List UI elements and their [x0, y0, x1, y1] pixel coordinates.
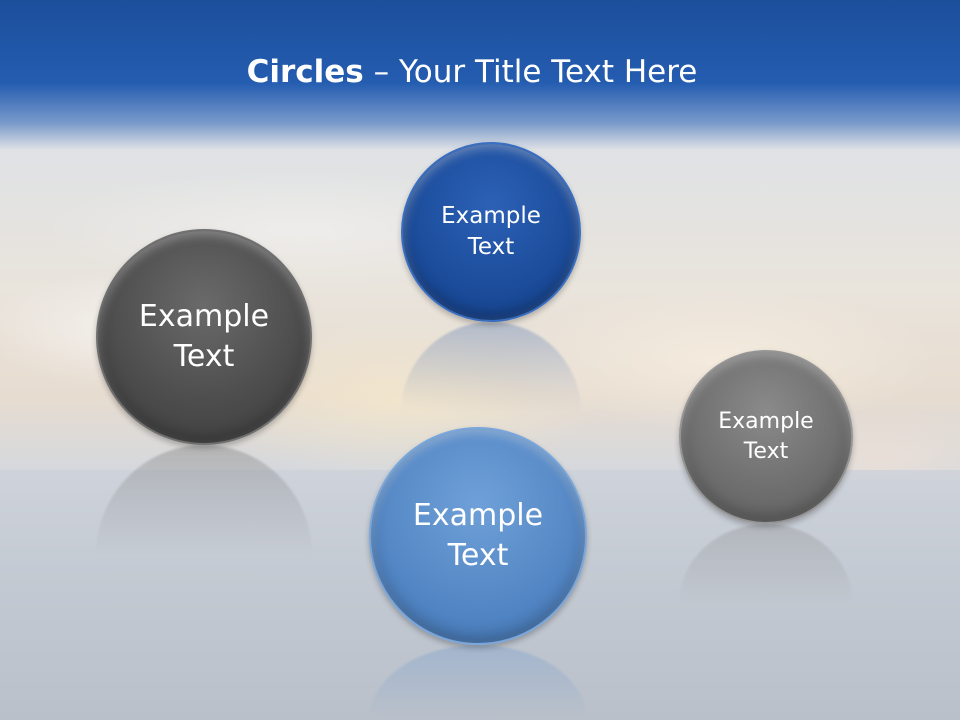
circle-label-line1: Example	[138, 298, 270, 334]
circle-label-line2: Text	[447, 538, 509, 573]
circle-label-line2: Text	[743, 439, 789, 464]
title-rest-part: – Your Title Text Here	[363, 54, 698, 90]
circle-dark-gray[interactable]: Example Text	[96, 229, 312, 445]
circle-light-gray[interactable]: Example Text	[679, 350, 853, 524]
circle-label-line2: Text	[467, 234, 515, 260]
circle-label-line1: Example	[718, 409, 814, 435]
title-banner	[0, 0, 960, 150]
slide-title[interactable]: Circles – Your Title Text Here	[0, 54, 944, 90]
circle-label-line2: Text	[173, 339, 235, 374]
circle-label-line1: Example	[412, 497, 544, 533]
circle-light-blue[interactable]: Example Text	[369, 427, 587, 645]
circle-dark-blue[interactable]: Example Text	[401, 142, 581, 322]
title-bold-part: Circles	[246, 54, 364, 90]
circle-label-line1: Example	[441, 202, 541, 229]
